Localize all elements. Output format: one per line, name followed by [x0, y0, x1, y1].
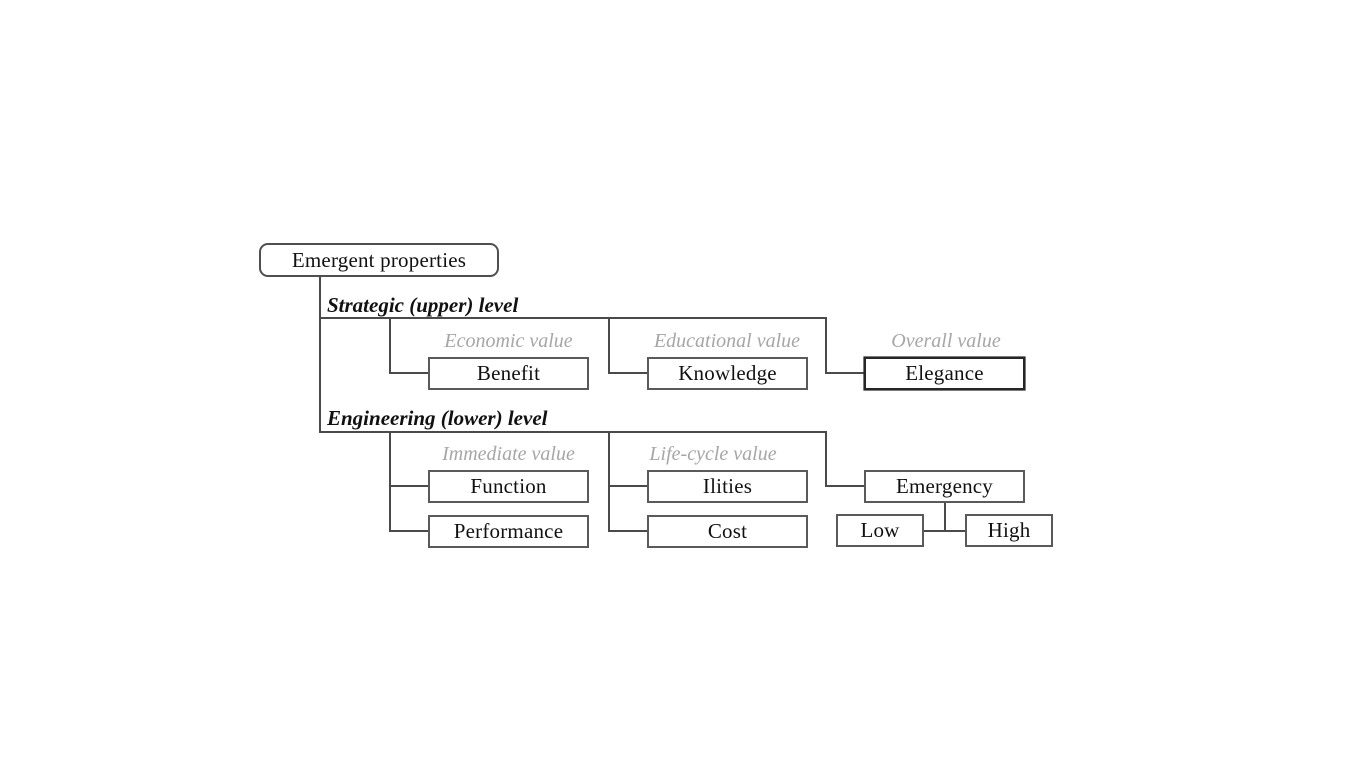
group-caption-economic-value: Economic value — [444, 330, 573, 352]
connector-engineering-bus — [319, 431, 827, 433]
connector-stub-benefit — [389, 372, 429, 374]
node-knowledge[interactable]: Knowledge — [647, 357, 808, 390]
connector-stub-elegance — [825, 372, 866, 374]
connector-stub-function — [389, 485, 429, 487]
node-emergency[interactable]: Emergency — [864, 470, 1025, 503]
group-caption-immediate-value: Immediate value — [442, 443, 575, 465]
connector-stub-emergency — [825, 485, 866, 487]
connector-root-trunk — [319, 276, 321, 433]
connector-strategic-bus — [319, 317, 827, 319]
connector-stub-performance — [389, 530, 429, 532]
connector-drop-emergency — [825, 431, 827, 486]
connector-stub-cost — [608, 530, 648, 532]
connector-drop-immediate — [389, 431, 391, 531]
node-elegance[interactable]: Elegance — [864, 357, 1025, 390]
connector-drop-lifecycle — [608, 431, 610, 531]
node-high[interactable]: High — [965, 514, 1053, 547]
node-cost[interactable]: Cost — [647, 515, 808, 548]
connector-drop-economic — [389, 317, 391, 373]
node-benefit[interactable]: Benefit — [428, 357, 589, 390]
node-performance[interactable]: Performance — [428, 515, 589, 548]
connector-drop-overall — [825, 317, 827, 373]
group-caption-overall-value: Overall value — [891, 330, 1001, 352]
group-caption-educational-value: Educational value — [653, 330, 801, 352]
node-function[interactable]: Function — [428, 470, 589, 503]
node-emergent-properties[interactable]: Emergent properties — [259, 243, 499, 277]
connector-stub-knowledge — [608, 372, 648, 374]
level-caption-engineering: Engineering (lower) level — [327, 406, 548, 430]
connector-stub-ilities — [608, 485, 648, 487]
node-ilities[interactable]: Ilities — [647, 470, 808, 503]
connector-emergency-tee-vertical — [944, 503, 946, 531]
node-low[interactable]: Low — [836, 514, 924, 547]
level-caption-strategic: Strategic (upper) level — [327, 293, 519, 317]
group-caption-lifecycle-value: Life-cycle value — [649, 443, 777, 465]
connector-drop-educational — [608, 317, 610, 373]
connector-emergency-tee-horizontal — [923, 530, 966, 532]
